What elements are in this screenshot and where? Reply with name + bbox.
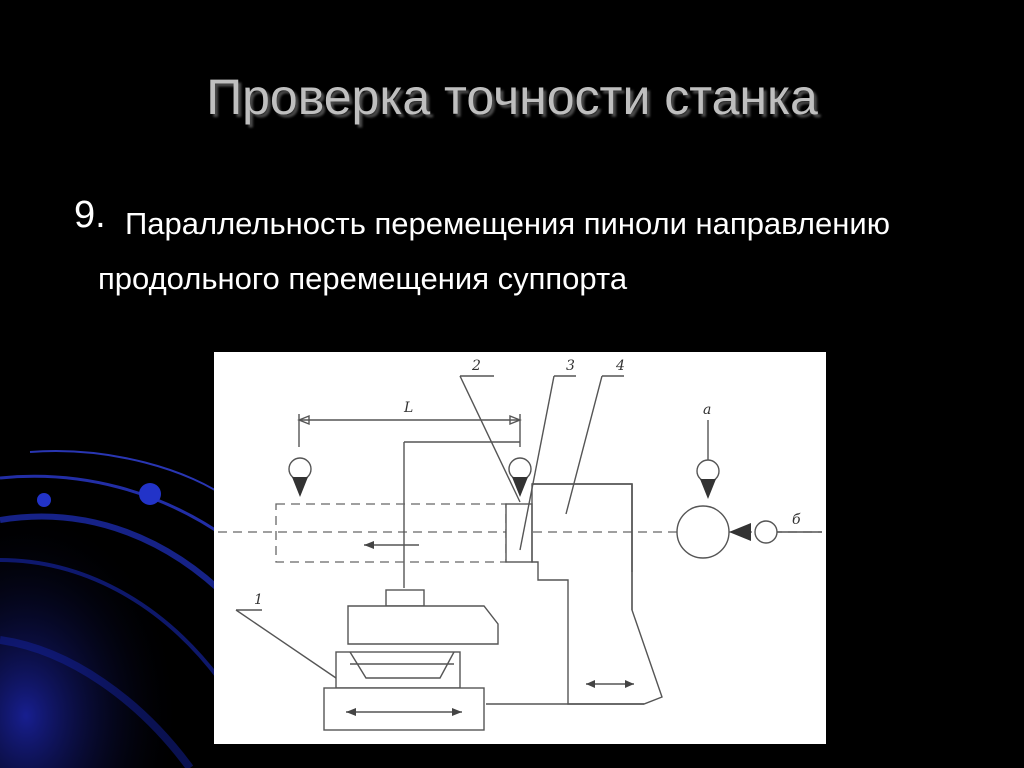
section-view [676, 420, 822, 559]
callout-label-4: 4 [615, 358, 625, 374]
indicator-label-b: б [792, 512, 801, 528]
callout-label-1: 1 [254, 592, 263, 608]
indicator-left [288, 457, 312, 497]
tailstock-top [532, 483, 633, 572]
callouts [235, 375, 624, 679]
callout-label-3: 3 [566, 358, 575, 374]
carriage [323, 589, 499, 731]
dimension-label: L [403, 400, 413, 416]
indicator-right [508, 457, 532, 497]
tailstock-body [531, 483, 663, 705]
pinole-extended [275, 503, 507, 563]
indicator-label-a: а [703, 402, 711, 418]
callout-label-2: 2 [471, 358, 481, 374]
slide-title: Проверка точности станка [206, 69, 818, 125]
point-number: 9. [74, 194, 106, 236]
point-text: Параллельность перемещения пиноли направ… [98, 206, 890, 296]
lathe-check-diagram: L [214, 352, 826, 744]
diagram-drawing: L [218, 358, 822, 731]
pinole [505, 503, 533, 563]
